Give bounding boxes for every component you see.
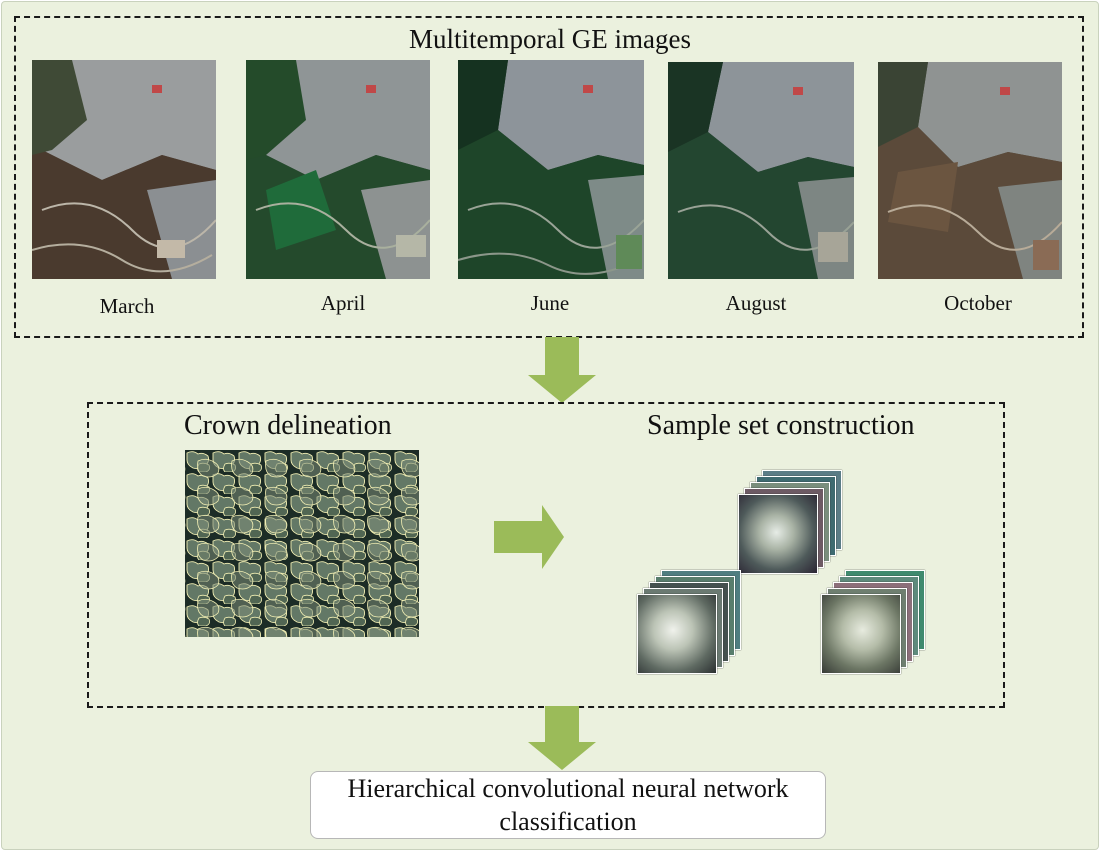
crown-delineation-title: Crown delineation	[184, 410, 392, 441]
month-label-june: June	[530, 291, 570, 315]
sample-stack-right	[821, 570, 931, 680]
month-label-october: October	[944, 291, 1012, 315]
right-arrow-icon	[494, 505, 564, 569]
satellite-image-june	[458, 60, 644, 279]
down-arrow-icon	[528, 337, 596, 403]
multitemporal-title: Multitemporal GE images	[409, 24, 691, 54]
sample-set-title: Sample set construction	[647, 410, 915, 441]
satellite-image-april	[246, 60, 430, 279]
satellite-image-october	[878, 62, 1062, 279]
satellite-image-august	[668, 62, 854, 279]
month-label-august: August	[725, 291, 787, 315]
result-line-1: Hierarchical convolutional neural networ…	[347, 774, 789, 803]
crown-delineation-image	[185, 450, 419, 637]
month-label-march: March	[99, 294, 155, 318]
down-arrow-2-icon	[528, 706, 596, 770]
satellite-image-march	[32, 60, 216, 279]
sample-stack-left	[637, 570, 747, 680]
classification-result-box: Hierarchical convolutional neural networ…	[310, 771, 826, 839]
sample-stack-top	[738, 470, 848, 580]
result-line-2: classification	[499, 807, 637, 836]
month-label-april: April	[320, 291, 366, 315]
